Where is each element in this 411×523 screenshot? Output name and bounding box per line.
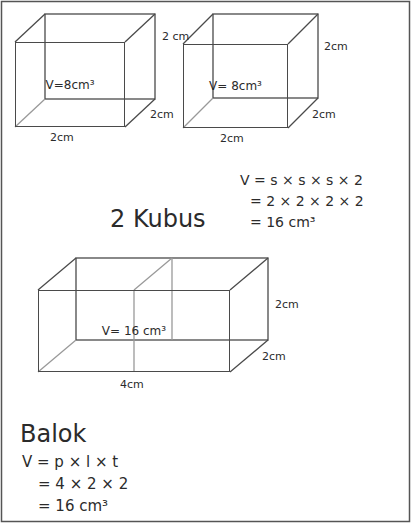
cube-front-face: V= 8cm³ [183, 44, 288, 128]
formula-line: = 16 cm³ [38, 497, 108, 515]
dimension-label: 2cm [50, 131, 74, 144]
volume-text: V= 8cm³ [209, 79, 262, 93]
formula-line: = 16 cm³ [250, 214, 315, 231]
dimension-label: 2cm [262, 350, 286, 363]
dimension-label: 2cm [312, 108, 336, 121]
dimension-label: 2cm [150, 108, 174, 121]
formula-line: = 4 × 2 × 2 [38, 475, 128, 493]
heading-label: Balok [20, 420, 86, 449]
volume-text: V= 16 cm³ [102, 324, 166, 338]
dimension-label: 2cm [220, 132, 244, 145]
cube-front-face: V=8cm³ [15, 42, 125, 127]
dimension-label: 2 cm [162, 30, 189, 43]
cuboid-front-face: V= 16 cm³ [38, 290, 230, 372]
formula-line: = 2 × 2 × 2 × 2 [250, 193, 364, 210]
formula-line: V = s × s × s × 2 [240, 172, 363, 189]
dimension-label: 2cm [275, 298, 299, 311]
formula-line: V = p × l × t [22, 453, 118, 471]
dimension-label: 2cm [324, 40, 348, 53]
volume-text: V=8cm³ [46, 78, 95, 92]
heading-label: 2 Kubus [110, 205, 206, 234]
dimension-label: 4cm [120, 378, 144, 391]
